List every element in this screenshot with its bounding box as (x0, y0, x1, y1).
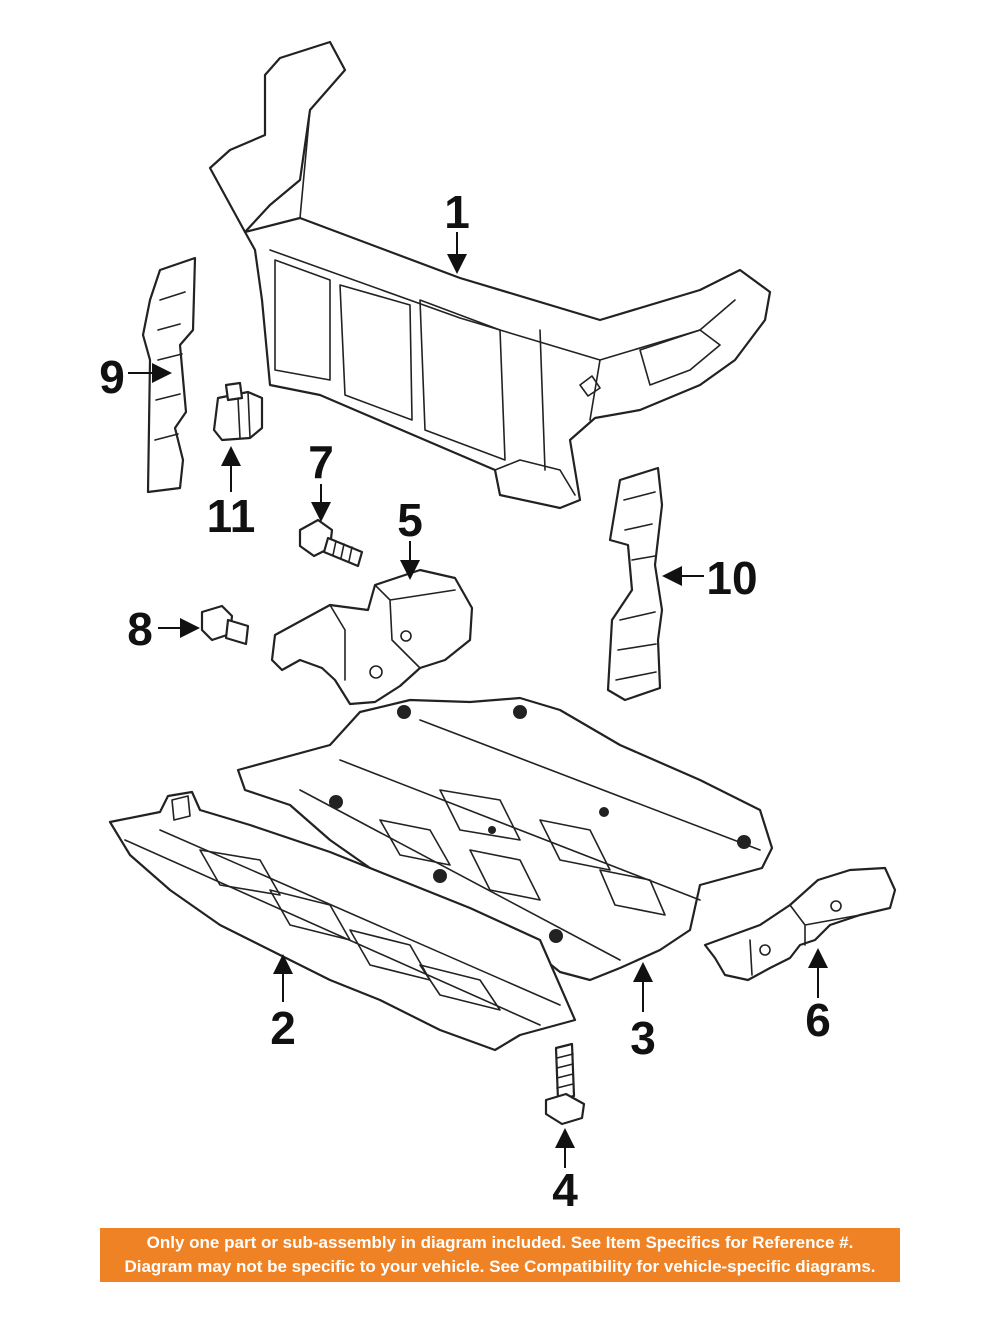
part-6-bracket (703, 866, 897, 982)
disclaimer-line-1: Only one part or sub-assembly in diagram… (146, 1233, 854, 1252)
part-5-bracket (270, 568, 474, 706)
part-8-clip (200, 604, 250, 646)
callout-11: 11 (207, 490, 256, 542)
part-2-under-cover (108, 790, 577, 1052)
callout-6: 6 (805, 994, 831, 1046)
parts-diagram: 1 2 3 4 5 6 7 8 9 10 11 (99, 40, 897, 1216)
disclaimer-line-2: Diagram may not be specific to your vehi… (124, 1257, 876, 1276)
part-1-radiator-support (208, 40, 772, 510)
callout-1: 1 (444, 186, 470, 238)
part-4-bolt (544, 1042, 586, 1126)
callout-5: 5 (397, 494, 423, 546)
callout-8: 8 (127, 603, 153, 655)
disclaimer-banner: Only one part or sub-assembly in diagram… (100, 1228, 900, 1282)
part-7-bolt (298, 518, 364, 568)
leader-lines (128, 232, 828, 1168)
callout-3: 3 (630, 1012, 656, 1064)
part-9-air-guide-left (141, 256, 197, 494)
callout-10: 10 (706, 552, 757, 604)
callout-4: 4 (552, 1164, 578, 1216)
callout-7: 7 (308, 436, 334, 488)
part-3-splash-shield (236, 696, 774, 982)
part-11-clip (212, 381, 264, 442)
callout-9: 9 (99, 351, 125, 403)
callout-2: 2 (270, 1002, 296, 1054)
part-10-air-guide-right (606, 466, 664, 702)
